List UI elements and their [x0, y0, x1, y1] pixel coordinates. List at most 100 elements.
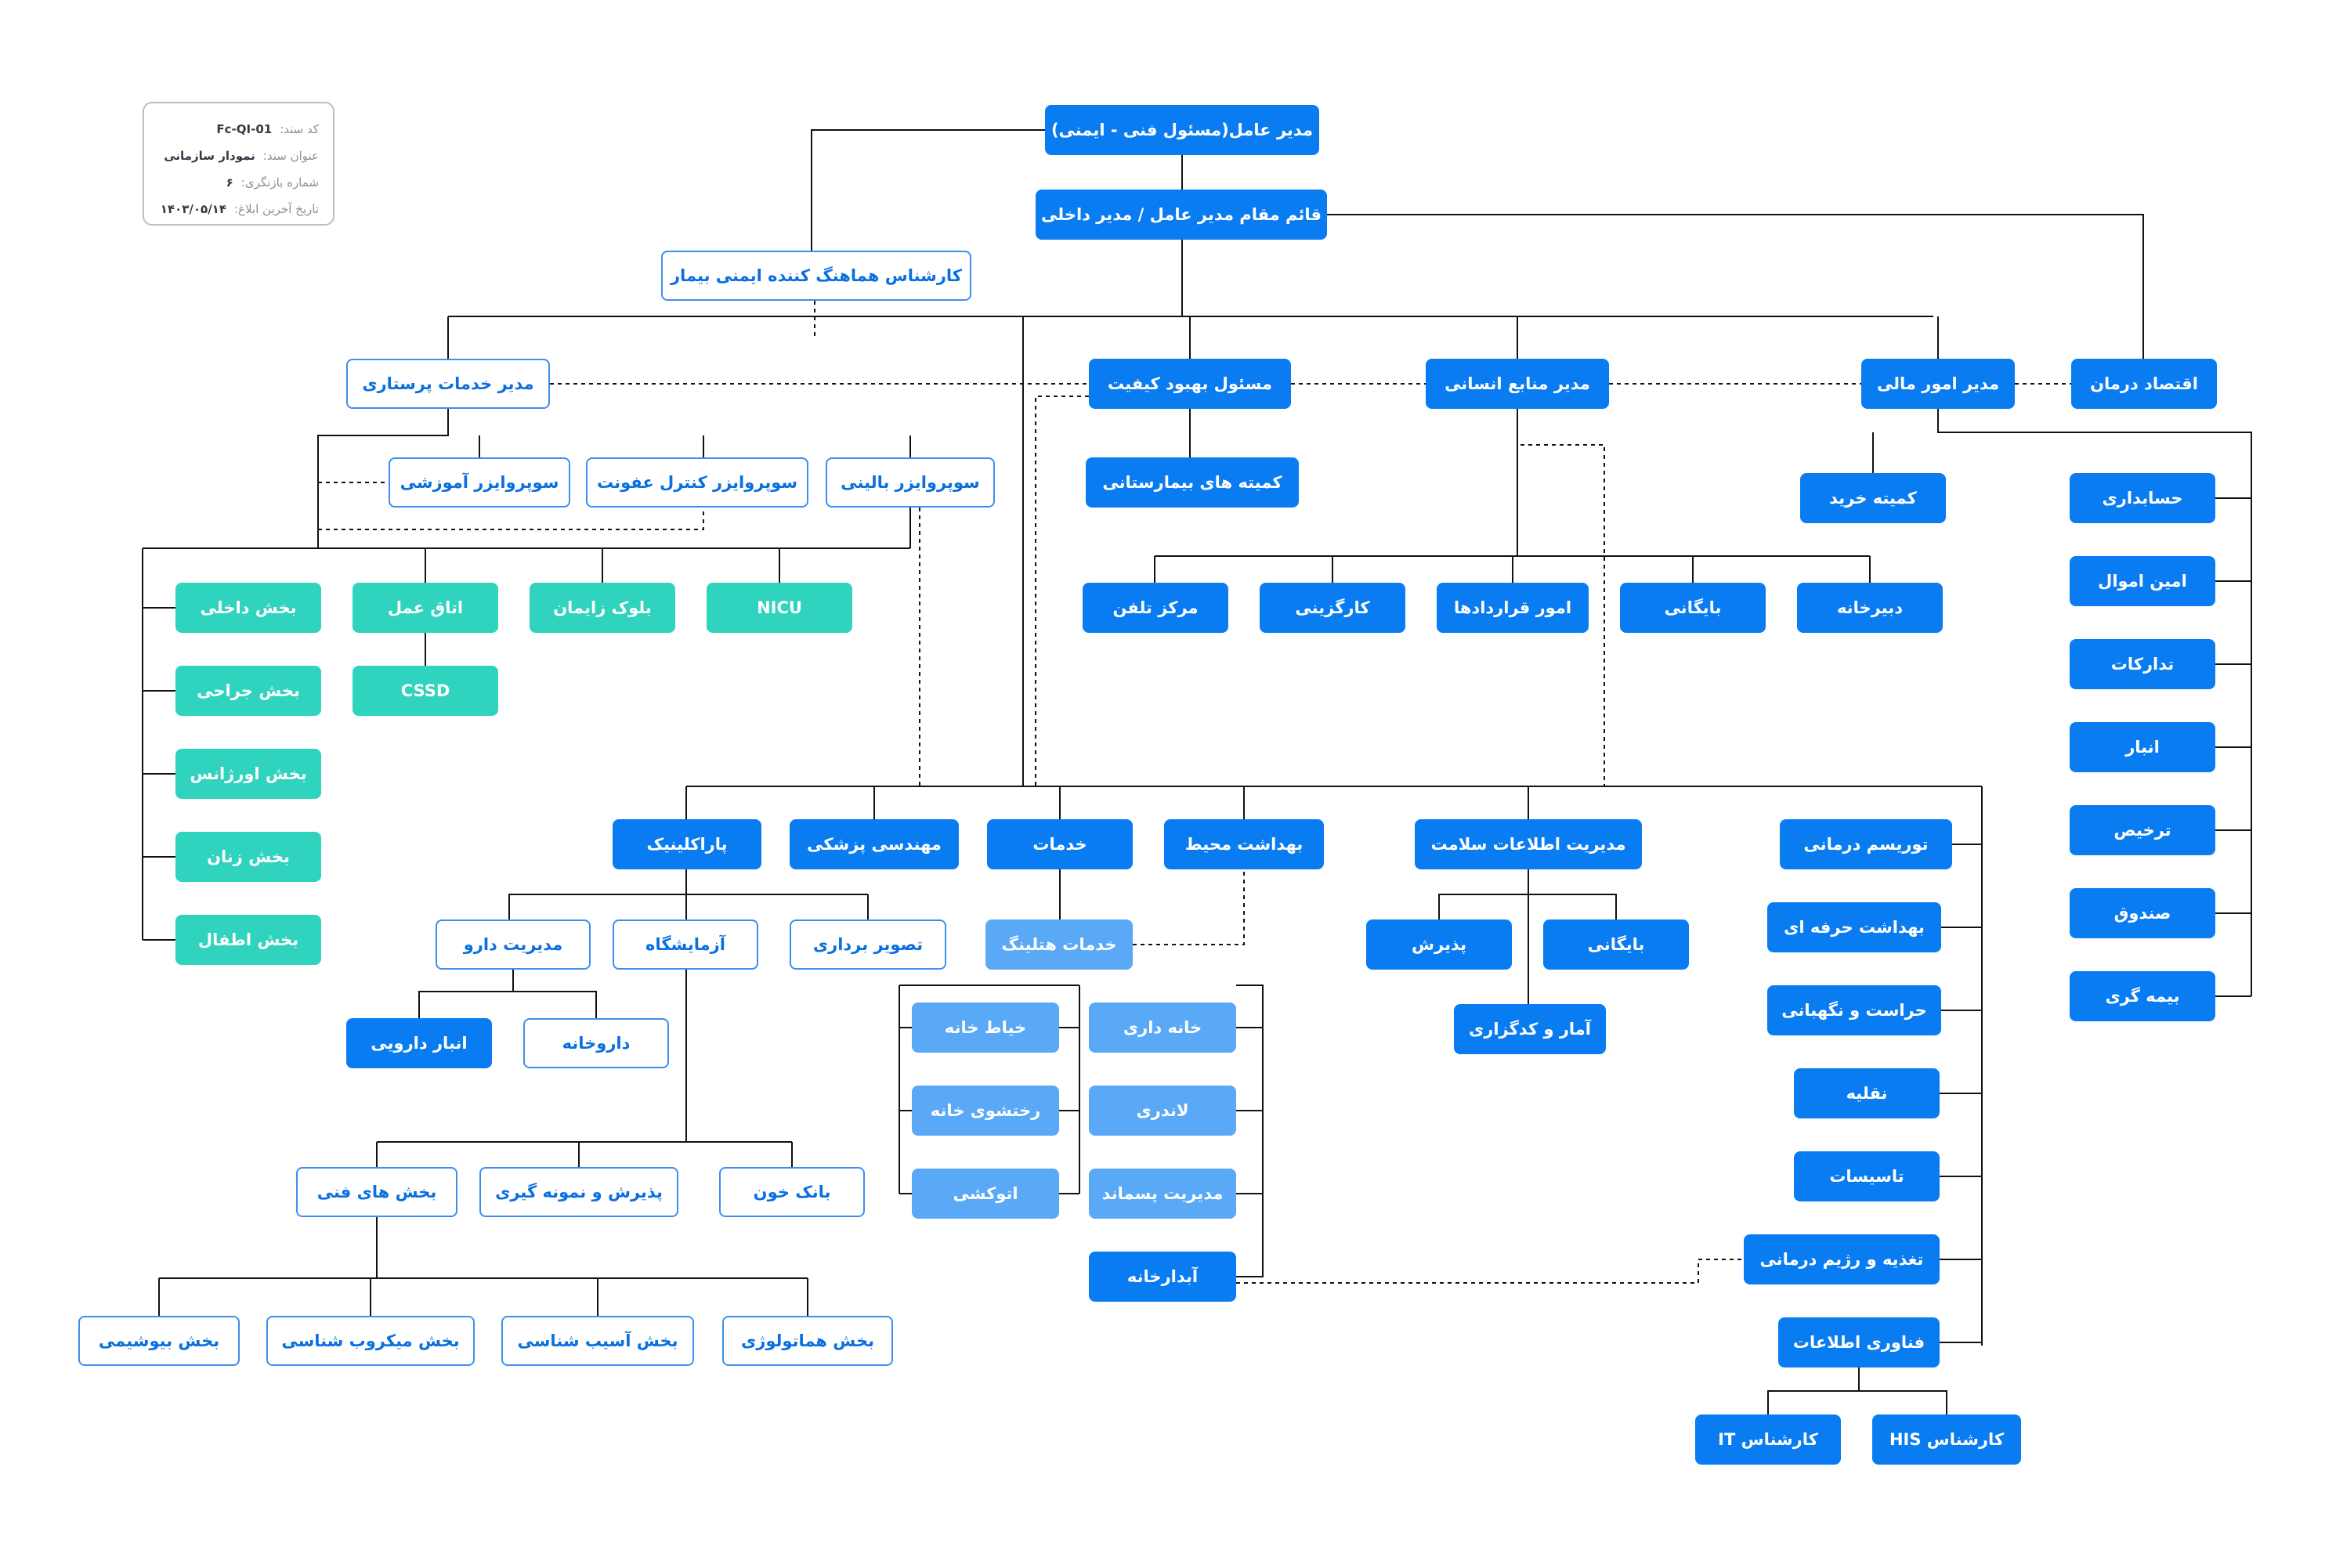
connector-line — [1767, 1367, 1947, 1414]
doc-info-key: عنوان سند: — [262, 149, 319, 163]
node-purchase-committee[interactable]: کمیته خرید — [1800, 473, 1946, 523]
node-laundry[interactable]: لاندری — [1089, 1086, 1236, 1136]
node-assets[interactable]: امین اموال — [2070, 556, 2215, 606]
node-sup-edu[interactable]: سوپروایزر آموزشی — [389, 457, 570, 508]
node-security[interactable]: حراست و نگهبانی — [1767, 985, 1941, 1035]
node-insurance[interactable]: بیمه گری — [2070, 971, 2215, 1021]
node-hr[interactable]: مدیر منابع انسانی — [1426, 359, 1609, 409]
node-him-archive[interactable]: بایگانی — [1543, 919, 1689, 970]
node-hr-archive[interactable]: بایگانی — [1620, 583, 1766, 633]
node-drug-store[interactable]: انبار دارویی — [346, 1018, 492, 1068]
node-blood-bank[interactable]: بانک خون — [719, 1167, 865, 1217]
doc-info-value: Fc-QI-01 — [216, 122, 273, 136]
node-surgical-ward[interactable]: بخش جراحی — [175, 666, 321, 716]
node-med-tourism[interactable]: توریسم درمانی — [1780, 819, 1952, 869]
node-health-econ[interactable]: اقتصاد درمان — [2071, 359, 2217, 409]
node-paraclinic[interactable]: پاراکلینیک — [613, 819, 761, 869]
connector-line — [447, 316, 1939, 359]
node-deputy[interactable]: قائم مقام مدیر عامل / مدیر داخلی — [1036, 190, 1327, 240]
node-autoclave[interactable]: اتوکشی — [912, 1169, 1059, 1219]
node-patient-safety[interactable]: کارشناس هماهنگ کننده ایمنی بیمار — [661, 251, 971, 301]
node-hospital-committees[interactable]: کمیته های بیمارستانی — [1086, 457, 1299, 508]
node-transport[interactable]: نقلیه — [1794, 1068, 1940, 1118]
node-it-expert[interactable]: کارشناس IT — [1695, 1414, 1841, 1465]
node-him[interactable]: مدیریت اطلاعات سلامت — [1415, 819, 1642, 869]
node-or[interactable]: اتاق عمل — [353, 583, 498, 633]
node-procurement[interactable]: تدارکات — [2070, 639, 2215, 689]
connector-line — [508, 869, 869, 919]
doc-info-value: نمودار سازمانی — [164, 149, 255, 163]
node-cssd[interactable]: CSSD — [353, 666, 498, 716]
node-nursing[interactable]: مدیر خدمات پرستاری — [346, 359, 550, 409]
dashed-connector-line — [1517, 409, 1605, 786]
connector-line — [1937, 409, 2252, 996]
node-reception[interactable]: پذیرش — [1366, 919, 1512, 970]
connector-line — [1059, 985, 1080, 1194]
doc-date-row: تاریخ آخرین ابلاغ:۱۴۰۳/۰۵/۱۴ — [154, 196, 319, 222]
node-maternity[interactable]: بلوک زایمان — [530, 583, 675, 633]
node-lab[interactable]: آزمایشگاه — [613, 919, 758, 970]
node-nutrition[interactable]: تغذیه و رژیم درمانی — [1744, 1234, 1940, 1284]
node-secretariat[interactable]: دبیرخانه — [1797, 583, 1943, 633]
node-his-expert[interactable]: کارشناس HIS — [1872, 1414, 2021, 1465]
connector-line — [1327, 214, 2144, 359]
doc-info-key: تاریخ آخرین ابلاغ: — [234, 202, 319, 216]
connector-line — [685, 786, 1529, 819]
node-contracts[interactable]: امور قراردادها — [1437, 583, 1589, 633]
node-personnel[interactable]: کارگزینی — [1260, 583, 1405, 633]
node-facilities[interactable]: تاسیسات — [1794, 1151, 1940, 1201]
node-discharge[interactable]: ترخیص — [2070, 805, 2215, 855]
node-tech-wards[interactable]: بخش های فنی — [296, 1167, 457, 1217]
doc-code-row: کد سند: Fc-QI-01 — [154, 116, 319, 143]
node-sampling[interactable]: پذیرش و نمونه گیری — [479, 1167, 678, 1217]
node-env-health[interactable]: بهداشت محیط — [1164, 819, 1324, 869]
node-imaging[interactable]: تصویر برداری — [790, 919, 946, 970]
node-pediatric-ward[interactable]: بخش اطفال — [175, 915, 321, 965]
dashed-connector-line — [1035, 396, 1089, 786]
node-kitchen[interactable]: آبدارخانه — [1089, 1252, 1236, 1302]
node-warehouse[interactable]: انبار — [2070, 722, 2215, 772]
connector-line — [425, 548, 780, 583]
connector-line — [2215, 497, 2251, 997]
node-ceo[interactable]: مدیر عامل(مسئول فنی - ایمنی) — [1045, 105, 1319, 155]
dashed-connector-line — [318, 508, 704, 530]
node-finance[interactable]: مدیر امور مالی — [1861, 359, 2015, 409]
connector-line — [479, 435, 911, 457]
connector-line — [418, 970, 597, 1018]
connector-line — [143, 607, 175, 941]
node-sewing[interactable]: خیاط خانه — [912, 1003, 1059, 1053]
node-housekeeping[interactable]: خانه داری — [1089, 1003, 1236, 1053]
node-drug-mgmt[interactable]: مدیریت دارو — [436, 919, 591, 970]
node-microbio[interactable]: بخش میکروب شناسی — [266, 1316, 475, 1366]
node-med-eng[interactable]: مهندسی پزشکی — [790, 819, 959, 869]
node-sup-clinical[interactable]: سوپروایزر بالینی — [826, 457, 995, 508]
node-accounting[interactable]: حسابداری — [2070, 473, 2215, 523]
node-sup-infection[interactable]: سوپروایزر کنترل عفونت — [586, 457, 808, 508]
node-pathology[interactable]: بخش آسیب شناسی — [501, 1316, 694, 1366]
node-laundry-wash[interactable]: رختشوی خانه — [912, 1086, 1059, 1136]
node-pharmacy[interactable]: داروخانه — [523, 1018, 669, 1068]
doc-info-key: کد سند: — [280, 122, 319, 136]
node-hematology[interactable]: بخش هماتولوژی — [722, 1316, 893, 1366]
connector-line — [317, 409, 449, 548]
node-quality[interactable]: مسئول بهبود کیفیت — [1089, 359, 1291, 409]
node-women-ward[interactable]: بخش زنان — [175, 832, 321, 882]
connector-line — [1438, 869, 1617, 1004]
dashed-connector-line — [1236, 1259, 1744, 1284]
connector-line — [1940, 844, 1982, 1343]
node-hoteling[interactable]: خدمات هتلینگ — [985, 919, 1133, 970]
node-internal-ward[interactable]: بخش داخلی — [175, 583, 321, 633]
node-emergency[interactable]: بخش اورژانس — [175, 749, 321, 799]
dashed-connector-line — [1133, 869, 1245, 945]
node-biochem[interactable]: بخش بیوشیمی — [78, 1316, 240, 1366]
node-occ-health[interactable]: بهداشت حرفه ای — [1767, 902, 1941, 952]
node-services[interactable]: خدمات — [987, 819, 1133, 869]
node-stats-coding[interactable]: آمار و کدگزاری — [1454, 1004, 1606, 1054]
connector-line — [158, 1278, 808, 1316]
node-nicu[interactable]: NICU — [707, 583, 852, 633]
node-phone-center[interactable]: مرکز تلفن — [1083, 583, 1228, 633]
node-waste[interactable]: مدیریت پسماند — [1089, 1169, 1236, 1219]
node-it[interactable]: فناوری اطلاعات — [1778, 1317, 1940, 1367]
node-cashier[interactable]: صندوق — [2070, 888, 2215, 938]
connector-line — [1236, 1027, 1263, 1194]
